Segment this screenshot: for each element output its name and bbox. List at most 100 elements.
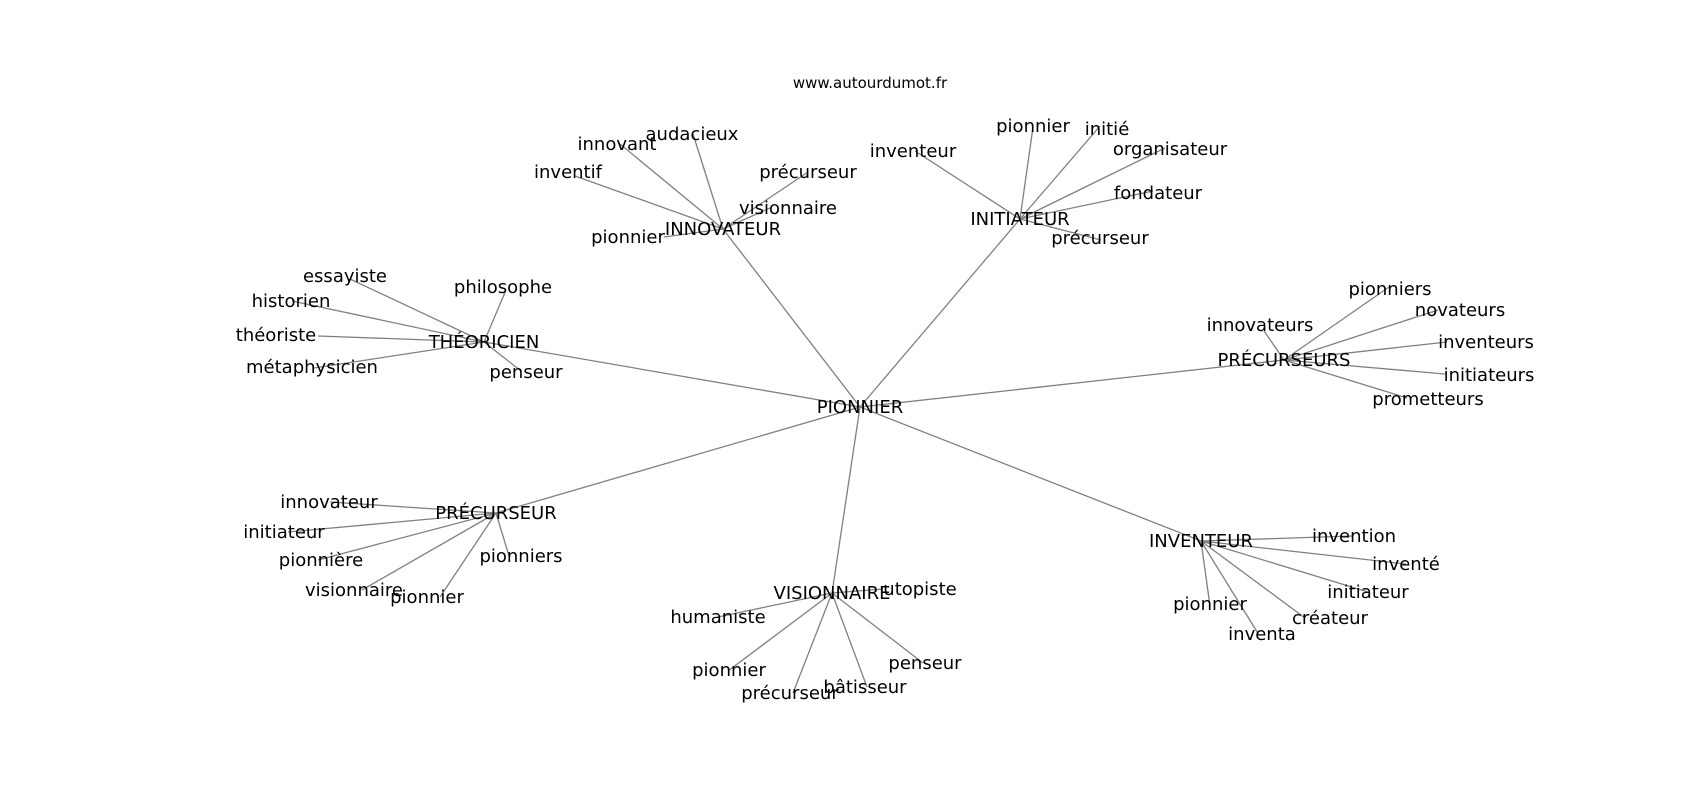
edge-hub-leaf: [692, 133, 724, 230]
edge-hub-leaf: [574, 175, 724, 230]
center-node[interactable]: PIONNIER: [817, 397, 903, 418]
leaf-node[interactable]: initiateur: [243, 522, 325, 543]
leaf-node[interactable]: invention: [1312, 526, 1396, 547]
leaf-node[interactable]: prometteurs: [1372, 389, 1483, 410]
edge-hub-leaf: [1263, 330, 1285, 361]
leaf-node[interactable]: pionnier: [390, 587, 464, 608]
edge-hub-leaf: [1200, 540, 1407, 565]
edge-hub-leaf: [831, 592, 868, 688]
leaf-node[interactable]: théoriste: [236, 325, 316, 346]
leaf-node[interactable]: créateur: [1292, 608, 1369, 629]
leaf-node[interactable]: bâtisseur: [823, 677, 907, 698]
labels-layer: www.autourdumot.fr PIONNIER INNOVATEUR aud…: [236, 74, 1535, 704]
leaf-node[interactable]: pionnier: [996, 116, 1070, 137]
edge-hub-leaf: [914, 150, 1021, 220]
leaf-node[interactable]: inventif: [534, 162, 603, 183]
leaf-node[interactable]: pionnier: [591, 227, 665, 248]
edge-hub-leaf: [1200, 540, 1211, 607]
edge-hub-leaf: [1283, 286, 1390, 361]
edge-hub-leaf: [1283, 309, 1439, 361]
edge-hub-leaf: [1283, 341, 1448, 361]
edge-hub-leaf: [831, 588, 884, 594]
hub-node[interactable]: INNOVATEUR: [665, 219, 781, 240]
edge-hub-leaf: [1200, 540, 1260, 636]
leaf-node[interactable]: pionniers: [1348, 279, 1431, 300]
leaf-node[interactable]: fondateur: [1114, 183, 1203, 204]
edge-hub-leaf: [291, 300, 485, 343]
edge-center-hub: [722, 228, 861, 408]
edge-center-hub: [859, 218, 1021, 408]
edge-hub-leaf: [727, 592, 833, 672]
leaf-node[interactable]: métaphysicien: [246, 357, 378, 378]
leaf-node[interactable]: innovateur: [280, 492, 378, 513]
edge-hub-leaf: [287, 512, 497, 533]
edge-center-hub: [831, 406, 861, 594]
leaf-node[interactable]: pionnier: [692, 660, 766, 681]
edge-hub-leaf: [1200, 540, 1306, 619]
hub-node[interactable]: PRÉCURSEURS: [1218, 349, 1351, 371]
hub-node[interactable]: VISIONNAIRE: [774, 583, 891, 604]
leaf-node[interactable]: initiateurs: [1444, 365, 1535, 386]
leaf-node[interactable]: visionnaire: [739, 198, 837, 219]
edge-hub-leaf: [313, 341, 485, 369]
edge-hub-leaf: [1019, 147, 1166, 220]
edge-center-hub: [495, 406, 861, 514]
edge-hub-leaf: [329, 501, 497, 514]
edge-hub-leaf: [831, 592, 924, 664]
hub-node[interactable]: INVENTEUR: [1149, 531, 1253, 552]
edge-hub-leaf: [495, 512, 510, 557]
leaf-node[interactable]: innovant: [578, 134, 657, 155]
edge-hub-leaf: [1019, 125, 1101, 220]
edge-hub-leaf: [483, 341, 522, 372]
leaf-node[interactable]: initiateur: [1327, 582, 1409, 603]
hub-node[interactable]: PRÉCURSEUR: [435, 502, 556, 524]
leaf-node[interactable]: audacieux: [646, 124, 739, 145]
edge-hub-leaf: [317, 512, 497, 561]
edges-layer: [287, 125, 1448, 694]
edge-hub-leaf: [1200, 535, 1353, 542]
leaf-node[interactable]: précurseur: [1051, 228, 1149, 249]
leaf-node[interactable]: innovateurs: [1207, 315, 1314, 336]
leaf-node[interactable]: inventa: [1228, 624, 1296, 645]
leaf-node[interactable]: inventeur: [870, 141, 957, 162]
leaf-node[interactable]: précurseur: [741, 683, 839, 704]
leaf-node[interactable]: penseur: [489, 362, 563, 383]
edge-hub-leaf: [1283, 359, 1446, 375]
edge-hub-leaf: [663, 228, 724, 238]
leaf-node[interactable]: initié: [1085, 119, 1130, 140]
edge-hub-leaf: [619, 143, 724, 230]
edge-hub-leaf: [483, 289, 507, 343]
edge-hub-leaf: [1019, 218, 1102, 241]
edge-center-hub: [859, 359, 1285, 408]
edge-hub-leaf: [349, 278, 485, 343]
edge-hub-leaf: [722, 171, 809, 230]
hub-node[interactable]: INITIATEUR: [970, 209, 1069, 230]
edge-hub-leaf: [1283, 359, 1408, 399]
leaf-node[interactable]: humaniste: [670, 607, 765, 628]
site-url[interactable]: www.autourdumot.fr: [793, 74, 948, 92]
leaf-node[interactable]: historien: [252, 291, 331, 312]
leaf-node[interactable]: pionnier: [1173, 594, 1247, 615]
leaf-node[interactable]: organisateur: [1113, 139, 1228, 160]
leaf-node[interactable]: pionniers: [479, 546, 562, 567]
leaf-node[interactable]: philosophe: [454, 277, 552, 298]
leaf-node[interactable]: inventé: [1372, 554, 1440, 575]
edge-hub-leaf: [722, 207, 771, 230]
edge-center-hub: [859, 406, 1202, 542]
hub-node[interactable]: THÉORICIEN: [428, 331, 540, 353]
leaf-node[interactable]: penseur: [888, 653, 962, 674]
edge-hub-leaf: [717, 592, 833, 618]
leaf-node[interactable]: précurseur: [759, 162, 857, 183]
leaf-node[interactable]: visionnaire: [305, 580, 403, 601]
edge-hub-leaf: [792, 592, 833, 694]
leaf-node[interactable]: novateurs: [1415, 300, 1505, 321]
edge-hub-leaf: [1019, 190, 1154, 220]
leaf-node[interactable]: pionnière: [279, 550, 363, 571]
leaf-node[interactable]: essayiste: [303, 266, 387, 287]
leaf-node[interactable]: utopiste: [883, 579, 956, 600]
edge-hub-leaf: [317, 335, 485, 343]
leaf-node[interactable]: inventeurs: [1438, 332, 1534, 353]
edge-hub-leaf: [439, 512, 497, 598]
edge-hub-leaf: [1019, 126, 1034, 220]
